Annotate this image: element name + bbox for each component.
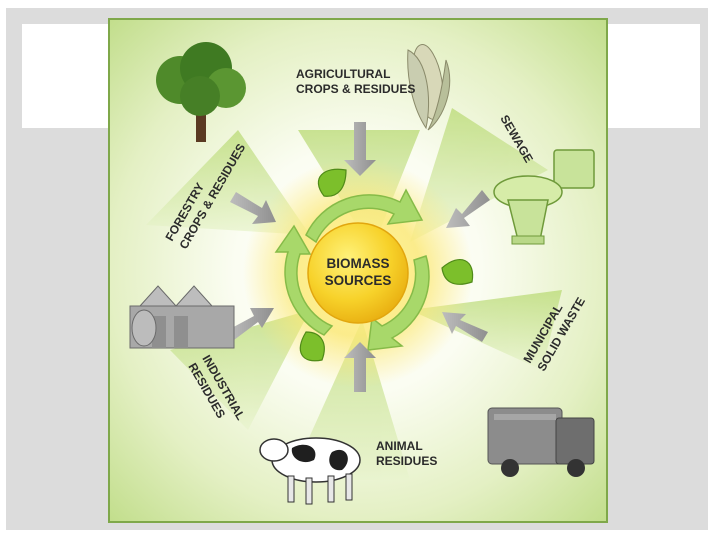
tree-icon: [156, 42, 246, 142]
center-label-line2: SOURCES: [325, 273, 392, 288]
factory-icon: [130, 286, 234, 348]
label-animal-line1: ANIMAL: [376, 439, 423, 453]
cow-icon: [260, 438, 360, 504]
garbage-truck-icon: [488, 408, 594, 477]
label-agricultural-line2: CROPS & RESIDUES: [296, 82, 415, 96]
center-label-line1: BIOMASS: [326, 256, 389, 271]
label-agricultural-line1: AGRICULTURAL: [296, 67, 390, 81]
label-animal-line2: RESIDUES: [376, 454, 437, 468]
biomass-diagram: BIOMASS SOURCES: [108, 18, 608, 523]
